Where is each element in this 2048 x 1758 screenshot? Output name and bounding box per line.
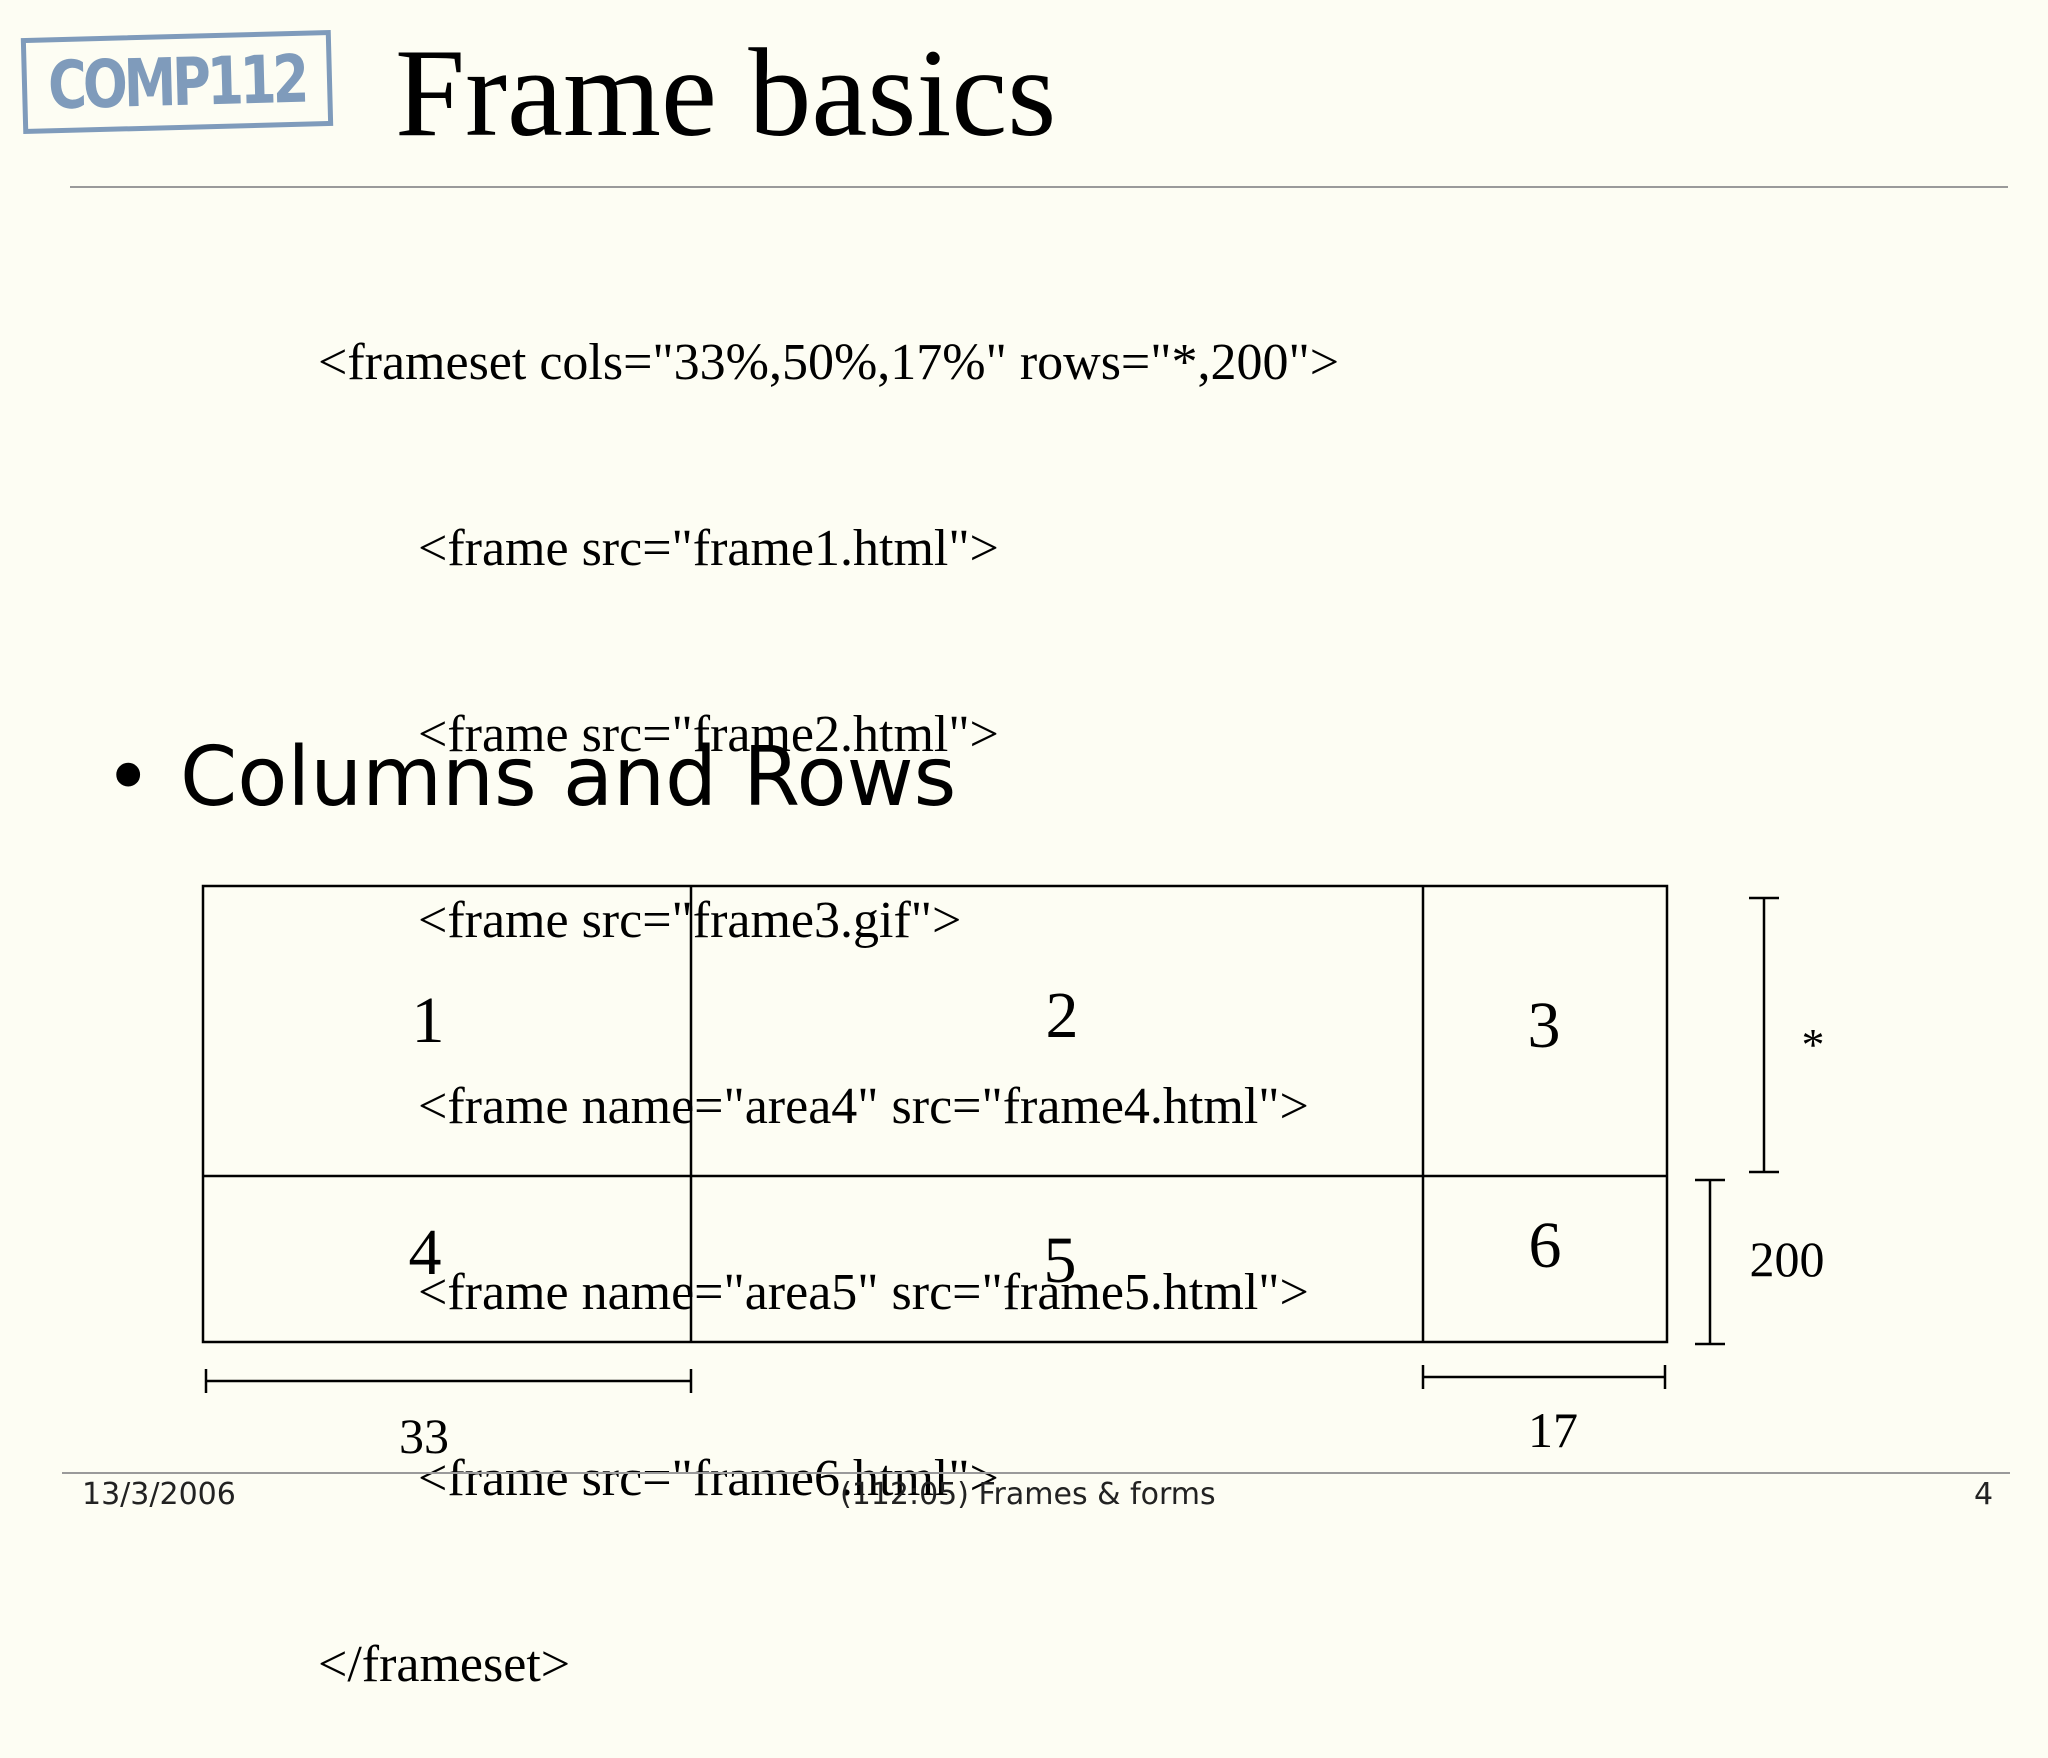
code-line: <frame name="area5" src="frame5.html">	[418, 1264, 1309, 1321]
code-line: <frameset cols="33%,50%,17%" rows="*,200…	[318, 334, 1340, 391]
col-width-bracket-17	[1421, 1365, 1667, 1389]
code-line: <frame src="frame2.html">	[418, 706, 999, 763]
row-height-bracket-star	[1749, 896, 1779, 1174]
code-line: </frameset>	[318, 1636, 571, 1693]
title-divider	[70, 186, 2008, 188]
frame-grid	[201, 884, 1669, 1344]
footer-divider	[62, 1472, 2010, 1474]
row-height-bracket-200	[1695, 1178, 1725, 1346]
col-width-bracket-33	[204, 1369, 693, 1393]
frame-cell-label-1: 1	[412, 984, 445, 1057]
frame-cell-label-5: 5	[1044, 1224, 1077, 1297]
footer-date: 13/3/2006	[82, 1477, 236, 1512]
col-label-17: 17	[1528, 1402, 1578, 1458]
bullet-item: • Columns and Rows	[104, 728, 956, 828]
col-label-33: 33	[399, 1408, 449, 1464]
frame-cell-label-3: 3	[1528, 989, 1561, 1062]
bullet-text: Columns and Rows	[180, 730, 957, 825]
frameset-diagram: 1 2 3 4 5 6 * 200 33 17	[201, 884, 1825, 1464]
footer-title: (112:05) Frames & forms	[840, 1477, 1216, 1512]
bullet-dot: •	[104, 730, 153, 825]
frame-cell-label-2: 2	[1046, 979, 1079, 1052]
frame-cell-label-6: 6	[1529, 1209, 1562, 1282]
code-line: <frame src="frame6.html">	[418, 1450, 999, 1507]
code-block: <frameset cols="33%,50%,17%" rows="*,200…	[318, 208, 1339, 1758]
code-line: <frame name="area4" src="frame4.html">	[418, 1078, 1309, 1135]
frame-cell-label-4: 4	[409, 1216, 442, 1289]
row-label-200: 200	[1750, 1231, 1825, 1287]
code-line: <frame src="frame3.gif">	[418, 892, 962, 949]
footer-page-number: 4	[1974, 1477, 1994, 1512]
row-label-star: *	[1802, 1019, 1825, 1070]
slide-title: Frame basics	[395, 24, 1057, 163]
code-line: <frame src="frame1.html">	[418, 520, 999, 577]
grid-outline	[201, 884, 1669, 1344]
